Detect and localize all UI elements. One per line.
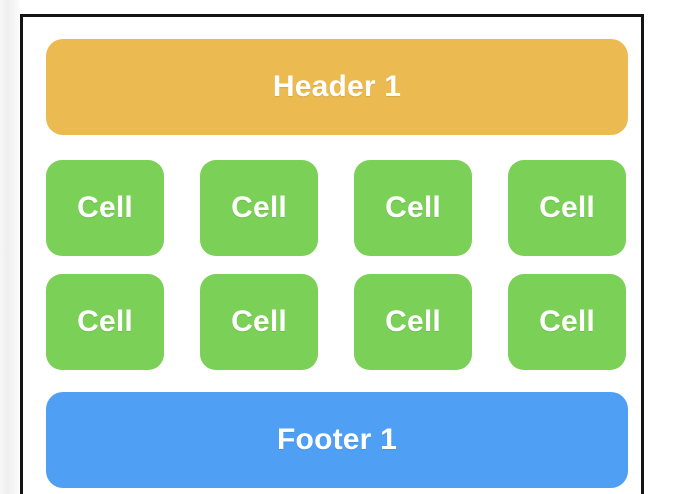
grid-cell-label: Cell bbox=[539, 305, 595, 338]
grid-cell-label: Cell bbox=[231, 305, 287, 338]
grid-cell-label: Cell bbox=[385, 191, 441, 224]
grid-cell[interactable]: Cell bbox=[46, 160, 164, 256]
grid-cell-label: Cell bbox=[385, 305, 441, 338]
grid-cell[interactable]: Cell bbox=[46, 274, 164, 370]
layout-frame: Header 1 Cell Cell Cell Cell Cell bbox=[20, 14, 644, 494]
page-gutter-left bbox=[0, 0, 20, 494]
grid-cell[interactable]: Cell bbox=[508, 274, 626, 370]
header-label: Header 1 bbox=[272, 70, 402, 103]
cell-grid: Cell Cell Cell Cell Cell Cell Ce bbox=[46, 160, 628, 370]
footer-block[interactable]: Footer 1 bbox=[46, 392, 628, 488]
grid-cell[interactable]: Cell bbox=[200, 160, 318, 256]
grid-cell-label: Cell bbox=[539, 191, 595, 224]
grid-cell-label: Cell bbox=[77, 191, 133, 224]
layout-panel: Header 1 Cell Cell Cell Cell Cell bbox=[23, 17, 647, 494]
page-gutter-right bbox=[644, 0, 682, 494]
grid-cell[interactable]: Cell bbox=[508, 160, 626, 256]
grid-cell-label: Cell bbox=[77, 305, 133, 338]
grid-cell-label: Cell bbox=[231, 191, 287, 224]
footer-label: Footer 1 bbox=[277, 423, 397, 456]
grid-cell[interactable]: Cell bbox=[200, 274, 318, 370]
header-block[interactable]: Header 1 bbox=[46, 39, 628, 135]
grid-cell[interactable]: Cell bbox=[354, 274, 472, 370]
grid-cell[interactable]: Cell bbox=[354, 160, 472, 256]
